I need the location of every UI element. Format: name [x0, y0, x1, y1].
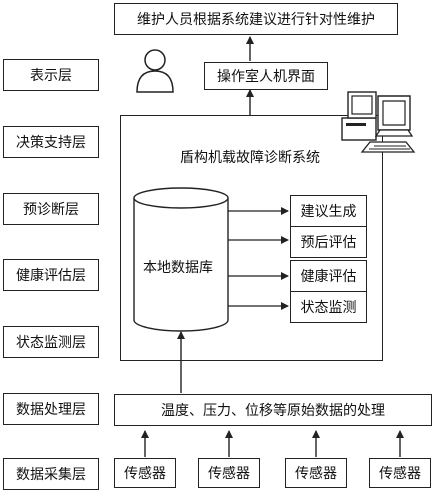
- layer-data-acquisition: 数据采集层: [3, 458, 99, 490]
- system-title: 盾构机载故障诊断系统: [180, 150, 320, 166]
- database-label: 本地数据库: [143, 260, 213, 276]
- eval-box-condition: 状态监测: [290, 291, 367, 323]
- layer-label: 健康评估层: [16, 268, 86, 284]
- sensor-label: 传感器: [124, 466, 166, 482]
- database-cylinder-icon: [133, 187, 229, 332]
- maintenance-action-label: 维护人员根据系统建议进行针对性维护: [137, 12, 375, 28]
- layer-condition-monitoring: 状态监测层: [3, 326, 99, 358]
- sensor-label: 传感器: [208, 466, 250, 482]
- hmi-label: 操作室人机界面: [217, 69, 315, 85]
- sensor-box: 传感器: [198, 458, 260, 488]
- sensor-box: 传感器: [369, 458, 431, 488]
- eval-box-health: 健康评估: [290, 260, 367, 292]
- sensor-label: 传感器: [379, 466, 421, 482]
- layer-label: 决策支持层: [16, 135, 86, 151]
- layer-presentation: 表示层: [3, 59, 99, 91]
- sensor-label: 传感器: [295, 466, 337, 482]
- eval-box-suggestion: 建议生成: [290, 195, 367, 227]
- layer-prediagnosis: 预诊断层: [3, 193, 99, 225]
- hmi-box: 操作室人机界面: [204, 62, 328, 90]
- sensor-box: 传感器: [285, 458, 347, 488]
- eval-box-prognosis: 预后评估: [290, 226, 367, 258]
- diagnosis-system-frame: [120, 115, 383, 361]
- operator-person-icon: [136, 49, 174, 93]
- sensor-box: 传感器: [114, 458, 176, 488]
- data-processing-box: 温度、压力、位移等原始数据的处理: [114, 394, 432, 426]
- bidirectional-arrows: [222, 207, 289, 310]
- eval-label: 建议生成: [300, 204, 357, 220]
- layer-label: 表示层: [30, 68, 72, 84]
- layer-label: 状态监测层: [16, 335, 86, 351]
- layer-label: 数据处理层: [16, 402, 86, 418]
- data-processing-label: 温度、压力、位移等原始数据的处理: [161, 403, 385, 419]
- desktop-computer-icon: [341, 91, 416, 153]
- eval-label: 预后评估: [300, 235, 357, 251]
- layer-data-processing: 数据处理层: [3, 393, 99, 425]
- eval-label: 健康评估: [300, 269, 357, 285]
- layer-health-assessment: 健康评估层: [3, 259, 99, 291]
- layer-decision-support: 决策支持层: [3, 126, 99, 158]
- layer-label: 预诊断层: [23, 202, 79, 218]
- layer-label: 数据采集层: [16, 467, 86, 483]
- maintenance-action-box: 维护人员根据系统建议进行针对性维护: [114, 3, 398, 35]
- eval-label: 状态监测: [300, 300, 357, 316]
